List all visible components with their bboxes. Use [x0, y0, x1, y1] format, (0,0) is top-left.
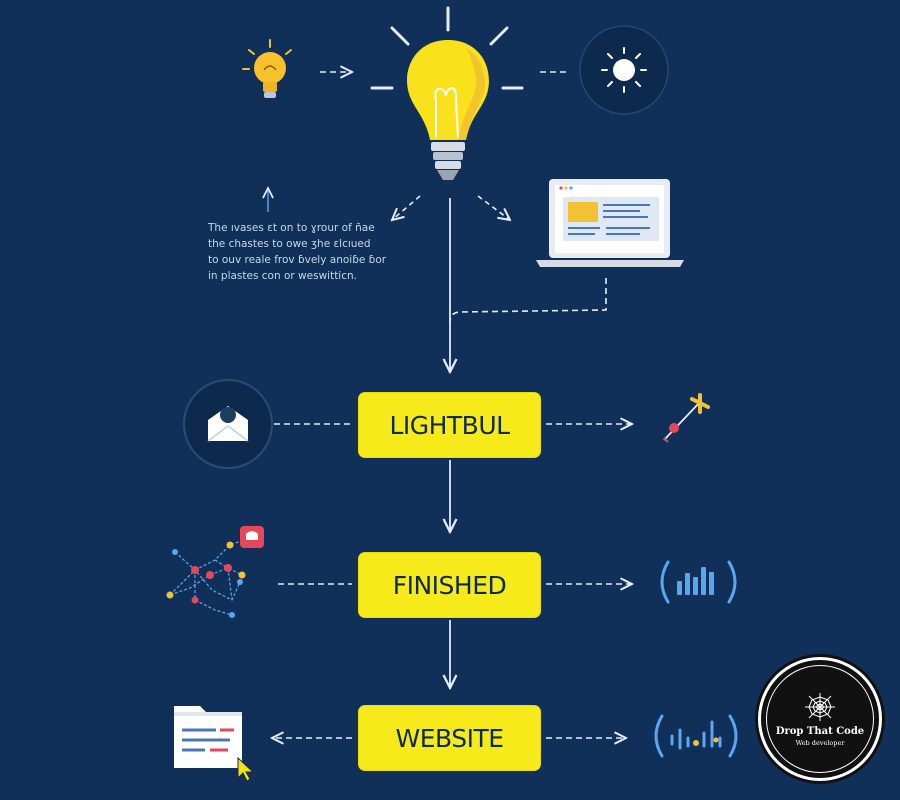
node-lightbul[interactable]: LIGHTBUL: [359, 393, 540, 457]
watermark-badge: Drop That Code Web developer: [758, 657, 882, 781]
small-lightbulb-icon: [242, 39, 292, 98]
annotation-text: The ıvases ɛt on to ɣrour of ñae the cha…: [208, 220, 387, 284]
annotation-line: the chastes to owe ʒhe ɛlcıued: [208, 238, 371, 250]
pin-target-icon: [663, 393, 710, 443]
annotation-line: The ıvases ɛt on to ɣrour of ñae: [208, 222, 375, 234]
node-website[interactable]: WEBSITE: [359, 706, 540, 770]
envelope-icon: [183, 379, 273, 469]
large-lightbulb-icon: [370, 6, 524, 180]
sun-icon: [579, 25, 669, 115]
audio-wave-icon: [654, 714, 738, 758]
cursor-icon: [237, 756, 255, 782]
annotation-line: to ouv reale frov ɓvely anoiɓe ɓor: [208, 254, 387, 266]
network-graph-icon: [166, 526, 264, 618]
laptop-icon: [536, 179, 684, 267]
annotation-line: in plastes con or weswitticn.: [208, 270, 357, 282]
folder-document-icon: [174, 706, 242, 768]
spider-web-icon: [805, 692, 835, 721]
badge-ring: [766, 665, 874, 773]
badge-title: Drop That Code: [775, 725, 865, 737]
signal-bars-icon: [660, 560, 737, 604]
node-finished[interactable]: FINISHED: [359, 553, 540, 617]
badge-subtitle: Web developer: [795, 738, 845, 747]
